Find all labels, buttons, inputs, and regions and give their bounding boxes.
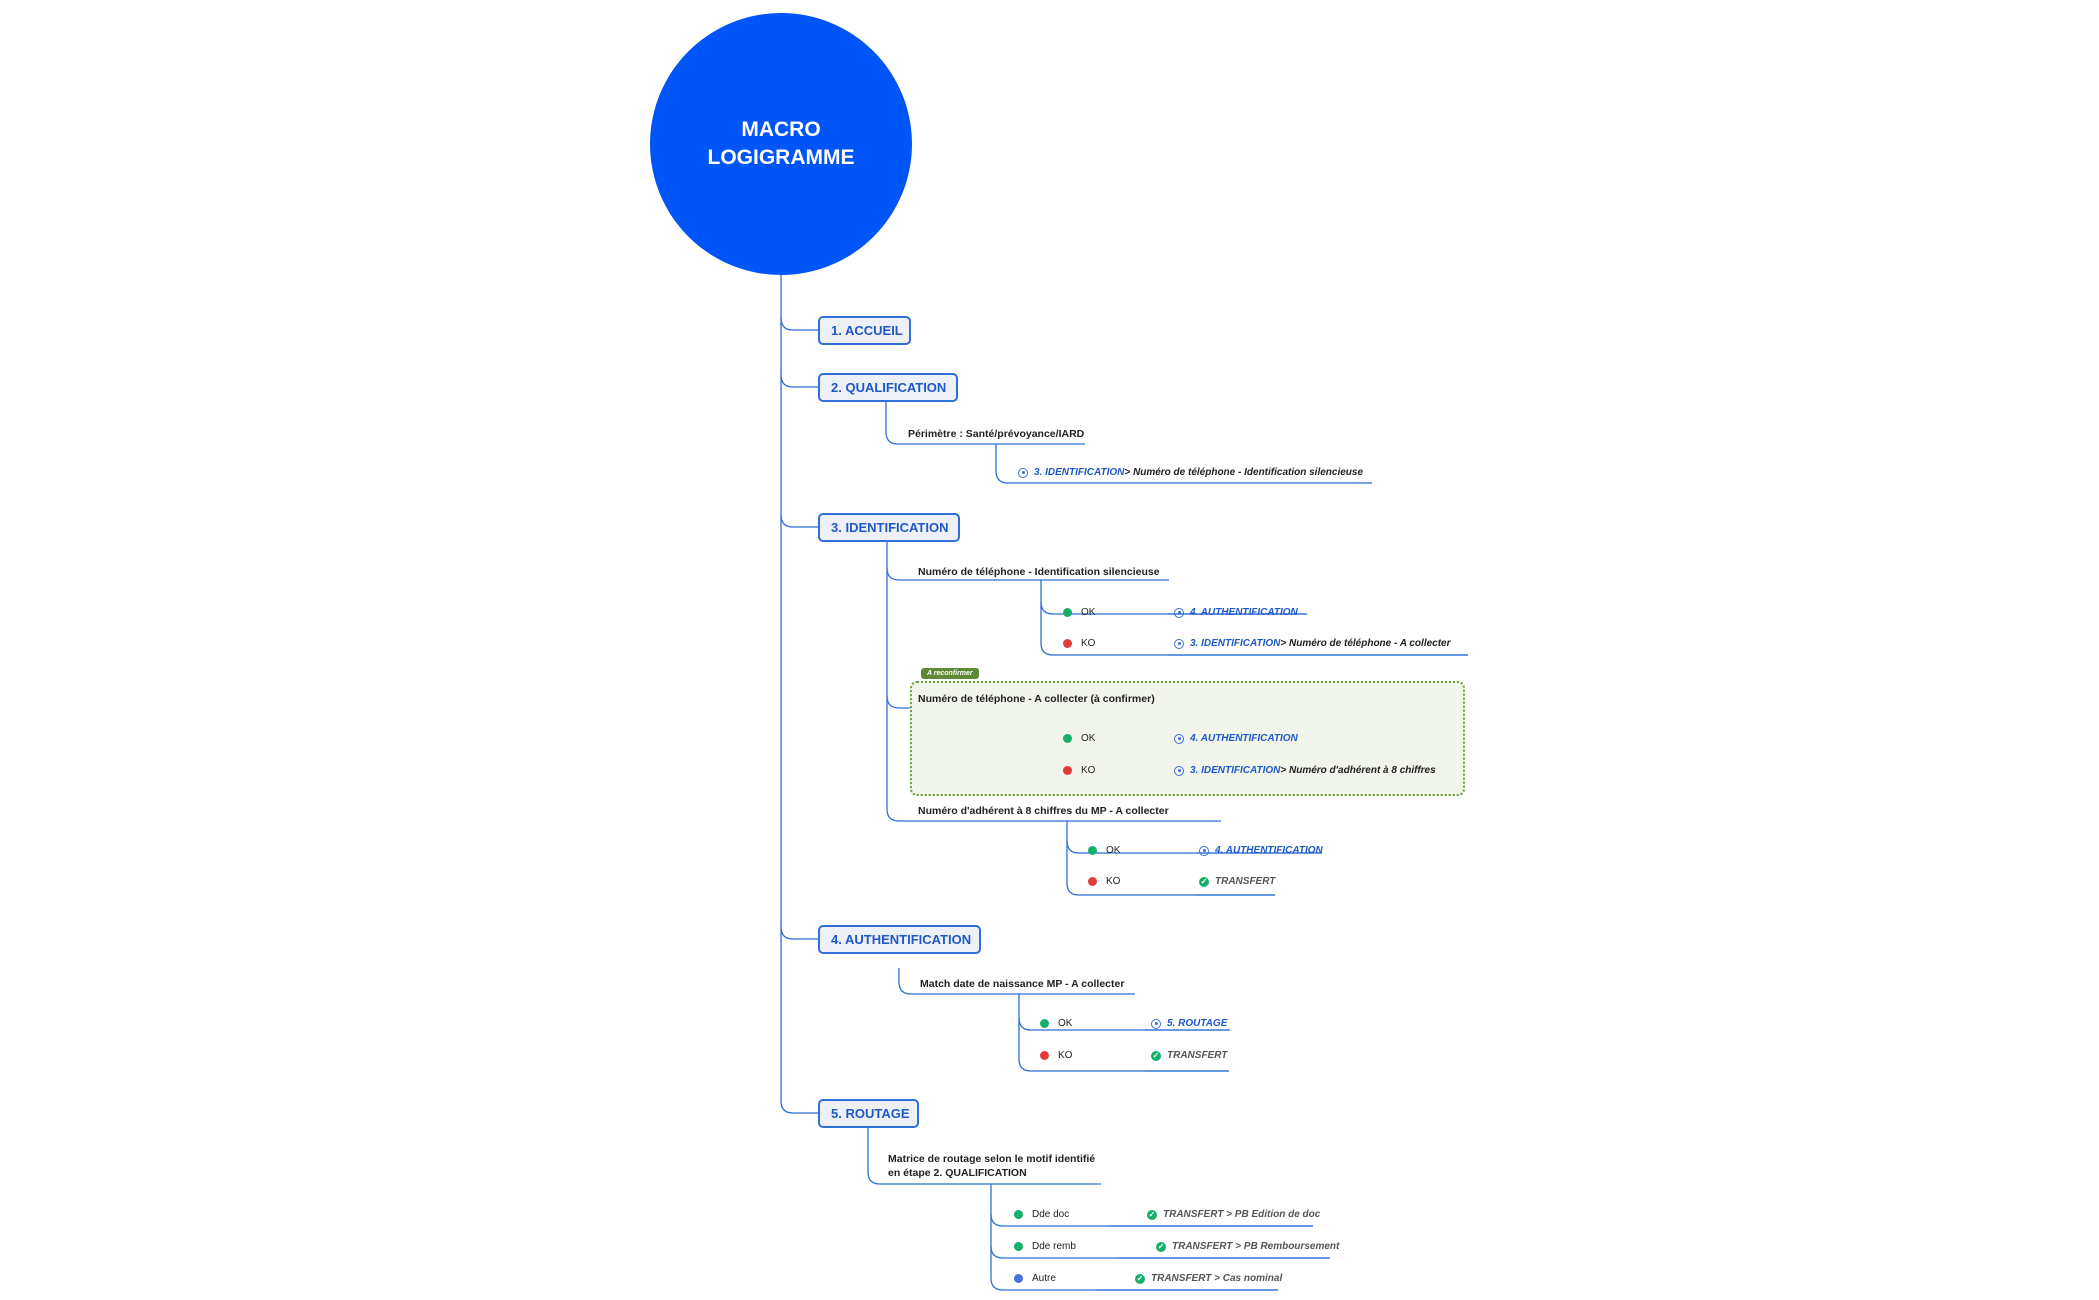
- tel-silent-ok-link[interactable]: 4. AUTHENTIFICATION: [1174, 607, 1298, 618]
- link-detail: > Numéro d'adhérent à 8 chiffres: [1280, 765, 1436, 776]
- tel-collect-ko[interactable]: KO: [1063, 765, 1095, 776]
- tel-silent-label[interactable]: Numéro de téléphone - Identification sil…: [918, 566, 1160, 578]
- routage-item[interactable]: Dde remb: [1014, 1241, 1076, 1252]
- ok-label: OK: [1058, 1018, 1073, 1029]
- check-icon: ✓: [1147, 1209, 1157, 1220]
- root-title-line-2: LOGIGRAMME: [707, 146, 855, 169]
- ok-status-dot: [1063, 734, 1072, 743]
- root-node[interactable]: MACRO LOGIGRAMME: [650, 13, 912, 275]
- routage-item-link[interactable]: ✓ TRANSFERT > Cas nominal: [1135, 1273, 1282, 1284]
- user-icon: [1174, 765, 1184, 776]
- tel-collect-ok-link[interactable]: 4. AUTHENTIFICATION: [1174, 733, 1298, 744]
- ko-label: KO: [1106, 876, 1121, 887]
- tel-silent-ko[interactable]: KO: [1063, 638, 1095, 649]
- ok-status-dot: [1088, 846, 1097, 855]
- adherent-ko[interactable]: KO: [1088, 876, 1120, 887]
- routage-item[interactable]: Dde doc: [1014, 1209, 1069, 1220]
- user-icon: [1018, 467, 1028, 478]
- root-title-line-1: MACRO: [741, 118, 821, 141]
- routage-item-link[interactable]: ✓ TRANSFERT > PB Remboursement: [1156, 1241, 1339, 1252]
- tel-collect-label[interactable]: Numéro de téléphone - A collecter (à con…: [918, 693, 1155, 705]
- link-target: TRANSFERT: [1167, 1050, 1228, 1061]
- routage-item-label: Dde doc: [1032, 1209, 1070, 1220]
- link-detail: > Numéro de téléphone - A collecter: [1280, 638, 1451, 649]
- ok-status-dot: [1014, 1210, 1023, 1219]
- link-target: 3. IDENTIFICATION: [1190, 765, 1281, 776]
- link-target: 3. IDENTIFICATION: [1034, 467, 1125, 478]
- routage-label-line-1: Matrice de routage selon le motif identi…: [888, 1153, 1096, 1165]
- link-target: TRANSFERT > PB Remboursement: [1172, 1241, 1340, 1252]
- user-icon: [1174, 638, 1184, 649]
- user-icon: [1199, 845, 1209, 856]
- ko-status-dot: [1063, 766, 1072, 775]
- other-status-dot: [1014, 1274, 1023, 1283]
- routage-item-link[interactable]: ✓ TRANSFERT > PB Edition de doc: [1147, 1209, 1320, 1220]
- perimetre-label[interactable]: Périmètre : Santé/prévoyance/IARD: [908, 428, 1085, 440]
- boundary-a-reconfirmer[interactable]: [910, 681, 1465, 796]
- section-accueil[interactable]: 1. ACCUEIL: [818, 316, 911, 345]
- link-target: TRANSFERT > Cas nominal: [1151, 1273, 1283, 1284]
- ko-label: KO: [1058, 1050, 1073, 1061]
- check-icon: ✓: [1135, 1273, 1145, 1284]
- section-authentification[interactable]: 4. AUTHENTIFICATION: [818, 925, 981, 954]
- ok-status-dot: [1014, 1242, 1023, 1251]
- check-icon: ✓: [1199, 876, 1209, 887]
- auth-label[interactable]: Match date de naissance MP - A collecter: [920, 978, 1125, 990]
- adherent-label[interactable]: Numéro d'adhérent à 8 chiffres du MP - A…: [918, 805, 1169, 817]
- user-icon: [1174, 607, 1184, 618]
- section-routage[interactable]: 5. ROUTAGE: [818, 1099, 919, 1128]
- link-target: 3. IDENTIFICATION: [1190, 638, 1281, 649]
- ok-label: OK: [1106, 845, 1121, 856]
- link-target: 4. AUTHENTIFICATION: [1190, 733, 1298, 744]
- ko-status-dot: [1063, 639, 1072, 648]
- routage-item-label: Dde remb: [1032, 1241, 1076, 1252]
- link-target: TRANSFERT: [1215, 876, 1276, 887]
- routage-item[interactable]: Autre: [1014, 1273, 1056, 1284]
- user-icon: [1151, 1018, 1161, 1029]
- auth-ok[interactable]: OK: [1040, 1018, 1072, 1029]
- auth-ko[interactable]: KO: [1040, 1050, 1072, 1061]
- adherent-ok[interactable]: OK: [1088, 845, 1120, 856]
- check-icon: ✓: [1151, 1050, 1161, 1061]
- boundary-tag: A reconfirmer: [921, 668, 979, 679]
- link-target: 5. ROUTAGE: [1167, 1018, 1228, 1029]
- adherent-ok-link[interactable]: 4. AUTHENTIFICATION: [1199, 845, 1323, 856]
- link-target: 4. AUTHENTIFICATION: [1190, 607, 1298, 618]
- qualification-link[interactable]: 3. IDENTIFICATION > Numéro de téléphone …: [1018, 467, 1363, 478]
- ok-status-dot: [1040, 1019, 1049, 1028]
- ko-label: KO: [1081, 638, 1096, 649]
- auth-ok-link[interactable]: 5. ROUTAGE: [1151, 1018, 1227, 1029]
- ok-status-dot: [1063, 608, 1072, 617]
- ok-label: OK: [1081, 733, 1096, 744]
- routage-label-line-2: en étape 2. QUALIFICATION: [888, 1167, 1027, 1179]
- routage-item-label: Autre: [1032, 1273, 1056, 1284]
- section-qualification[interactable]: 2. QUALIFICATION: [818, 373, 958, 402]
- tel-silent-ko-link[interactable]: 3. IDENTIFICATION > Numéro de téléphone …: [1174, 638, 1451, 649]
- tel-collect-ko-link[interactable]: 3. IDENTIFICATION > Numéro d'adhérent à …: [1174, 765, 1436, 776]
- adherent-ko-link[interactable]: ✓ TRANSFERT: [1199, 876, 1275, 887]
- link-target: 4. AUTHENTIFICATION: [1215, 845, 1323, 856]
- ok-label: OK: [1081, 607, 1096, 618]
- tel-collect-ok[interactable]: OK: [1063, 733, 1095, 744]
- user-icon: [1174, 733, 1184, 744]
- section-identification[interactable]: 3. IDENTIFICATION: [818, 513, 960, 542]
- link-target: TRANSFERT > PB Edition de doc: [1163, 1209, 1321, 1220]
- auth-ko-link[interactable]: ✓ TRANSFERT: [1151, 1050, 1227, 1061]
- ko-status-dot: [1040, 1051, 1049, 1060]
- ko-status-dot: [1088, 877, 1097, 886]
- ko-label: KO: [1081, 765, 1096, 776]
- link-detail: > Numéro de téléphone - Identification s…: [1124, 467, 1364, 478]
- routage-label[interactable]: Matrice de routage selon le motif identi…: [888, 1152, 1095, 1180]
- check-icon: ✓: [1156, 1241, 1166, 1252]
- tel-silent-ok[interactable]: OK: [1063, 607, 1095, 618]
